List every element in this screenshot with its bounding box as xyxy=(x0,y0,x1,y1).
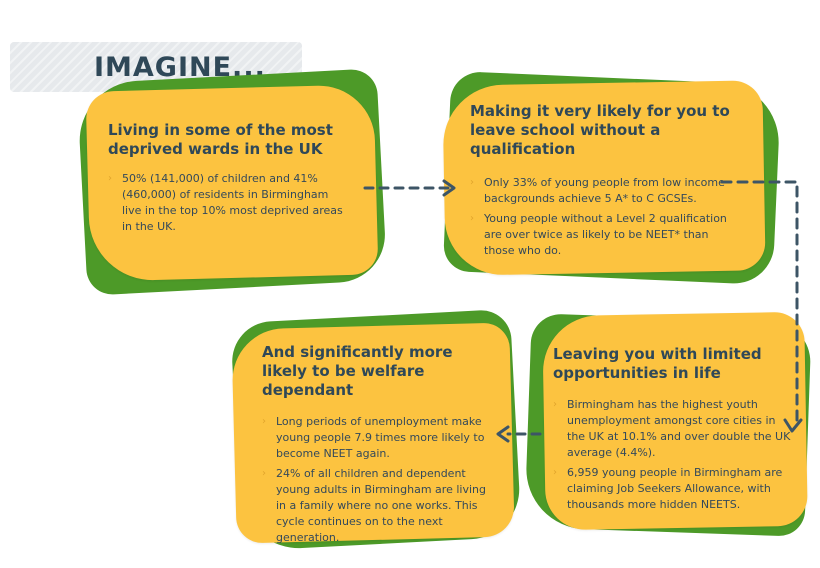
list-item: › Long periods of unemployment make youn… xyxy=(262,414,494,462)
arrow-card3-to-card4-head xyxy=(496,425,510,443)
list-item-text: Birmingham has the highest youth unemplo… xyxy=(567,398,791,459)
card-4-list: › Long periods of unemployment make youn… xyxy=(262,414,494,546)
card-2-content: Making it very likely for you to leave s… xyxy=(470,102,735,263)
arrow-card2-to-card3-head xyxy=(783,418,803,433)
card-3-content: Leaving you with limited opportunities i… xyxy=(553,345,793,517)
arrow-card1-to-card2-head xyxy=(442,179,456,197)
list-item: › Only 33% of young people from low inco… xyxy=(470,175,735,207)
card-4-content: And significantly more likely to be welf… xyxy=(262,343,494,550)
chevron-right-icon: › xyxy=(470,213,474,224)
list-item: › Birmingham has the highest youth unemp… xyxy=(553,397,793,461)
card-2-list: › Only 33% of young people from low inco… xyxy=(470,175,735,259)
list-item-text: 24% of all children and dependent young … xyxy=(276,467,486,544)
list-item-text: Young people without a Level 2 qualifica… xyxy=(484,212,727,257)
chevron-right-icon: › xyxy=(108,173,112,184)
card-3-list: › Birmingham has the highest youth unemp… xyxy=(553,397,793,513)
list-item-text: Long periods of unemployment make young … xyxy=(276,415,485,460)
chevron-right-icon: › xyxy=(470,177,474,188)
card-4-title: And significantly more likely to be welf… xyxy=(262,343,453,399)
list-item: › 24% of all children and dependent youn… xyxy=(262,466,494,546)
chevron-right-icon: › xyxy=(262,468,266,479)
list-item: › 50% (141,000) of children and 41% (460… xyxy=(108,171,348,235)
card-3-title: Leaving you with limited opportunities i… xyxy=(553,345,762,382)
chevron-right-icon: › xyxy=(553,399,557,410)
card-1-content: Living in some of the most deprived ward… xyxy=(108,121,348,239)
chevron-right-icon: › xyxy=(262,416,266,427)
chevron-right-icon: › xyxy=(553,467,557,478)
list-item-text: 50% (141,000) of children and 41% (460,0… xyxy=(122,172,343,233)
title-banner xyxy=(10,42,302,92)
card-2-title: Making it very likely for you to leave s… xyxy=(470,102,730,158)
card-1-title: Living in some of the most deprived ward… xyxy=(108,121,333,158)
list-item-text: 6,959 young people in Birmingham are cla… xyxy=(567,466,783,511)
card-1-list: › 50% (141,000) of children and 41% (460… xyxy=(108,171,348,235)
list-item: › Young people without a Level 2 qualifi… xyxy=(470,211,735,259)
list-item: › 6,959 young people in Birmingham are c… xyxy=(553,465,793,513)
arrow-card2-to-card3 xyxy=(720,180,799,426)
list-item-text: Only 33% of young people from low income… xyxy=(484,176,725,205)
